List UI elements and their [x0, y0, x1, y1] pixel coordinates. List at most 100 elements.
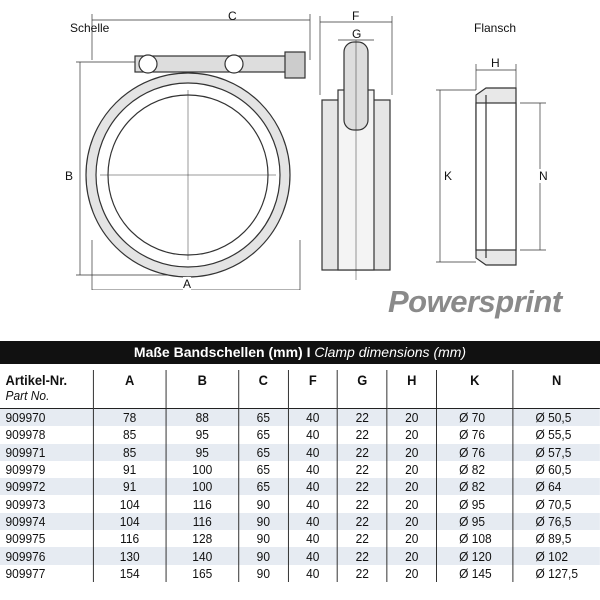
table-title: Maße Bandschellen (mm) I Clamp dimension…: [0, 341, 600, 364]
table-cell: 40: [287, 408, 338, 427]
table-cell: 95: [165, 426, 239, 444]
label-g: G: [352, 27, 362, 41]
table-cell: 909978: [5, 427, 46, 443]
header-row: Artikel-Nr.Part No. A B C F G H K N: [0, 370, 600, 409]
table-cell: Ø 70: [436, 408, 513, 427]
table-cell: 104: [92, 495, 166, 513]
table-cell: 65: [238, 408, 289, 427]
table-cell: 20: [386, 512, 437, 531]
table-cell: 40: [287, 530, 338, 548]
table-cell: Ø 76,5: [512, 512, 600, 531]
table-cell: 909970: [0, 408, 94, 427]
table-cell: Ø 57,5: [512, 443, 600, 461]
table-cell: 40: [287, 478, 338, 496]
table-cell: 65: [238, 478, 289, 496]
table-cell: 909977: [5, 565, 46, 581]
table-cell: 90: [238, 530, 289, 548]
label-f: F: [352, 9, 360, 23]
table-cell: 20: [386, 408, 437, 427]
table-cell: 116: [165, 495, 239, 513]
table-cell: 40: [287, 547, 338, 565]
table-cell: 116: [165, 512, 239, 531]
table-cell: 65: [238, 426, 289, 444]
table-cell: 165: [165, 564, 239, 582]
table-cell: 22: [337, 530, 388, 548]
table-cell: Ø 76: [436, 426, 513, 444]
table-cell: Ø 95: [436, 495, 513, 513]
label-c: C: [228, 9, 237, 23]
table-cell: 22: [337, 495, 388, 513]
table-cell: 90: [238, 495, 289, 513]
table-cell: 40: [287, 443, 338, 461]
table-cell: 65: [238, 443, 289, 461]
label-a: A: [183, 277, 192, 291]
table-cell: 909971: [0, 443, 94, 461]
table-cell: Ø 145: [436, 564, 513, 582]
table-cell: 22: [337, 478, 388, 496]
table-cell: Ø 64: [512, 478, 600, 496]
col-c: C: [238, 370, 289, 409]
table-cell: 20: [386, 530, 437, 548]
table-cell: 100: [165, 478, 239, 496]
col-h: H: [386, 370, 437, 409]
table-cell: 20: [386, 443, 437, 461]
table-cell: Ø 82: [436, 460, 513, 479]
table-cell: 95: [165, 443, 239, 461]
table-cell: 90: [238, 512, 289, 531]
table-cell: 40: [287, 512, 338, 531]
table-cell: 78: [92, 408, 166, 427]
label-k: K: [444, 169, 453, 183]
table-cell: 22: [337, 443, 388, 461]
powersprint-logo: Powersprint: [388, 284, 562, 319]
table-cell: 91: [92, 478, 166, 496]
table-cell: 22: [337, 408, 388, 427]
table-cell: 40: [287, 495, 338, 513]
table-cell: 20: [386, 547, 437, 565]
title-en: Clamp dimensions (mm): [314, 344, 467, 360]
table-cell: 85: [92, 426, 166, 444]
table-cell: 909975: [5, 531, 46, 547]
table-cell: 140: [165, 547, 239, 565]
table-cell: 130: [92, 547, 166, 565]
table-cell: Ø 108: [436, 530, 513, 548]
col-k: K: [436, 370, 513, 409]
label-schelle: Schelle: [70, 21, 110, 35]
table-cell: Ø 82: [436, 478, 513, 496]
col-a: A: [92, 370, 166, 409]
label-flansch: Flansch: [474, 21, 517, 35]
table-cell: Ø 95: [436, 512, 513, 531]
table-cell: 90: [238, 547, 289, 565]
table-cell: 909976: [0, 547, 94, 565]
title-de: Maße Bandschellen (mm) I: [133, 344, 311, 360]
table-cell: Ø 55,5: [512, 426, 600, 444]
table-cell: 116: [92, 530, 166, 548]
col-n: N: [512, 370, 600, 409]
clamp-side-view: [321, 40, 391, 280]
table-cell: 22: [337, 460, 388, 479]
table-cell: 22: [337, 512, 388, 531]
technical-drawing: [76, 14, 546, 290]
table-cell: Ø 70,5: [512, 495, 600, 513]
col-b: B: [165, 370, 239, 409]
table-cell: Ø 89,5: [512, 530, 600, 548]
table-cell: Ø 50,5: [512, 408, 600, 427]
table-cell: 20: [386, 478, 437, 496]
table-cell: 22: [337, 564, 388, 582]
col-g: G: [337, 370, 388, 409]
table-cell: 40: [287, 564, 338, 582]
dimensions-table: Artikel-Nr.Part No. A B C F G H K N 9099…: [0, 370, 600, 582]
col-f: F: [287, 370, 338, 409]
table-cell: Ø 60,5: [512, 460, 600, 479]
table-cell: Ø 76: [436, 443, 513, 461]
